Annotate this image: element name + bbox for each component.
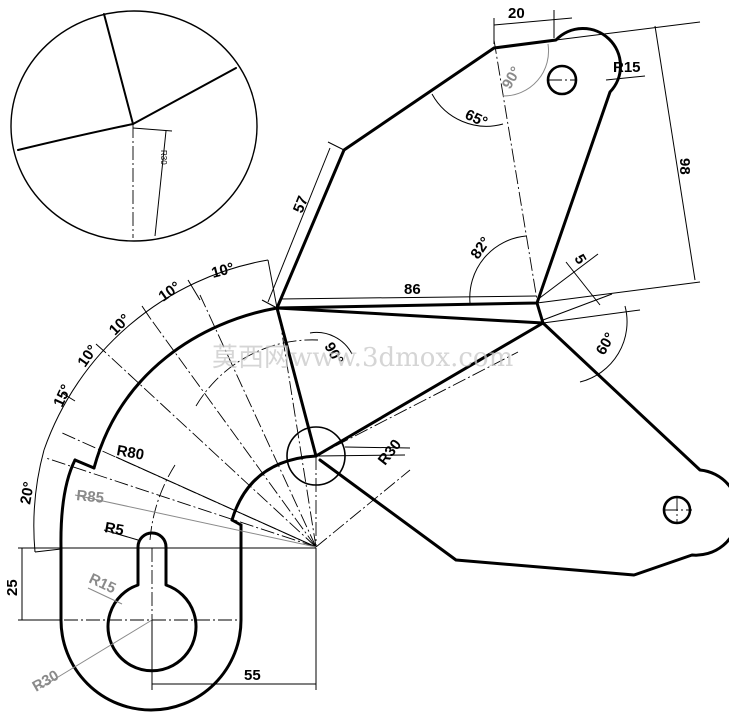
dim-label-55: 55	[244, 667, 261, 684]
dim-86-line	[279, 295, 537, 300]
centerline-radial-3	[149, 317, 317, 548]
dim-angle-arc-lower	[33, 449, 45, 553]
dim-label-60: 60°	[593, 330, 619, 358]
detail-edge-upper	[103, 13, 237, 125]
dim-angle-arc-end	[34, 548, 62, 553]
dim-label-angle-6: 20°	[17, 480, 38, 505]
dim-angle-tick-4	[95, 343, 106, 353]
dim-label-r5: R5	[103, 519, 125, 539]
dim-r30-bottom-leader	[39, 619, 153, 689]
dim-r30-center-leader	[344, 446, 411, 449]
dim-57-ext-bottom	[261, 299, 278, 309]
dim-r15-keyhole-leader	[87, 587, 123, 605]
centerline-arc-construction	[195, 339, 319, 407]
detail-edge-lower	[17, 123, 134, 151]
dim-5-line	[565, 261, 601, 306]
centerline-arc-lower	[149, 464, 176, 541]
detail-dim-line	[154, 130, 167, 237]
dim-label-r85: R85	[76, 487, 105, 507]
dim-angle-tick-5	[61, 392, 76, 402]
dim-angle-tick-3	[141, 305, 151, 319]
centerline-radial-4	[104, 351, 317, 548]
dim-r15-leader	[605, 75, 646, 81]
keyhole-slot	[106, 531, 198, 673]
detail-radius-label: R30	[159, 150, 168, 165]
top-hole-r15	[546, 64, 578, 96]
dim-r85-leader	[74, 494, 317, 548]
dim-90-top-arc	[502, 43, 550, 97]
watermark-text: 莫西网www.3dmox.com	[212, 343, 513, 373]
dim-label-98: 98	[676, 158, 693, 175]
right-hole	[662, 495, 692, 525]
outer-arc-upper	[92, 306, 279, 470]
centerline-radial-1	[277, 307, 317, 548]
dim-label-5: 5	[571, 252, 590, 268]
centerline-diagonal	[315, 351, 519, 457]
dim-98-ext-bottom	[536, 281, 701, 304]
outer-hook	[59, 458, 243, 712]
dim-82-arc	[469, 235, 527, 304]
dim-98-line	[654, 25, 696, 281]
center-plate-diagonal-edge	[314, 321, 545, 458]
dim-label-65: 65°	[462, 106, 490, 131]
center-plate-left-edge	[275, 306, 318, 458]
dim-label-57: 57	[290, 194, 312, 216]
dim-65-arc	[431, 93, 504, 127]
dim-90-mid-arc	[309, 331, 353, 355]
dim-label-20: 20	[508, 5, 525, 22]
detail-view-border	[10, 10, 258, 242]
dim-label-90-top: 90°	[499, 64, 525, 92]
dim-57-ext-top	[327, 141, 345, 151]
centerline-radial-7	[315, 469, 411, 548]
centerline-radial-2	[199, 294, 317, 548]
dim-label-angle-2: 10°	[156, 278, 184, 305]
dim-angle-tick-1	[267, 259, 278, 309]
dim-label-angle-4: 10°	[74, 342, 101, 370]
dim-angle-arc	[43, 259, 269, 451]
dim-label-r15-top: R15	[613, 59, 641, 76]
dim-60-ext	[542, 309, 641, 324]
detail-dim-ext	[132, 127, 173, 132]
dim-5-ext-2	[542, 293, 613, 321]
dim-60-arc	[579, 305, 628, 383]
right-arm-outline	[318, 321, 729, 577]
inner-step	[230, 518, 243, 527]
dim-98-ext-top	[555, 21, 701, 41]
dim-57-line	[267, 147, 331, 303]
centerline-radial-6	[45, 457, 317, 548]
detail-view: R30	[10, 10, 258, 242]
inner-arc	[230, 454, 318, 522]
dim-label-86: 86	[404, 281, 421, 298]
dim-label-angle-3: 10°	[106, 311, 134, 339]
dim-label-r80: R80	[115, 442, 145, 464]
dim-angle-tick-2	[187, 279, 201, 301]
dim-label-r30-center: R30	[375, 436, 405, 468]
dim-r5-leader	[103, 529, 139, 541]
dim-label-25: 25	[4, 579, 21, 596]
dim-5-ext-1	[536, 253, 599, 301]
dim-label-angle-5: 15°	[50, 382, 75, 410]
dim-r80-leader	[115, 456, 317, 548]
outer-step	[73, 458, 96, 470]
dim-label-r30-bottom: R30	[30, 667, 62, 695]
dim-r30-center-ext	[315, 454, 406, 457]
dimension-lines	[18, 10, 701, 690]
dim-label-angle-1: 10°	[210, 260, 236, 282]
dim-label-r15-keyhole: R15	[86, 570, 118, 597]
dim-20-line	[493, 17, 573, 26]
dim-label-82: 82°	[467, 234, 494, 262]
